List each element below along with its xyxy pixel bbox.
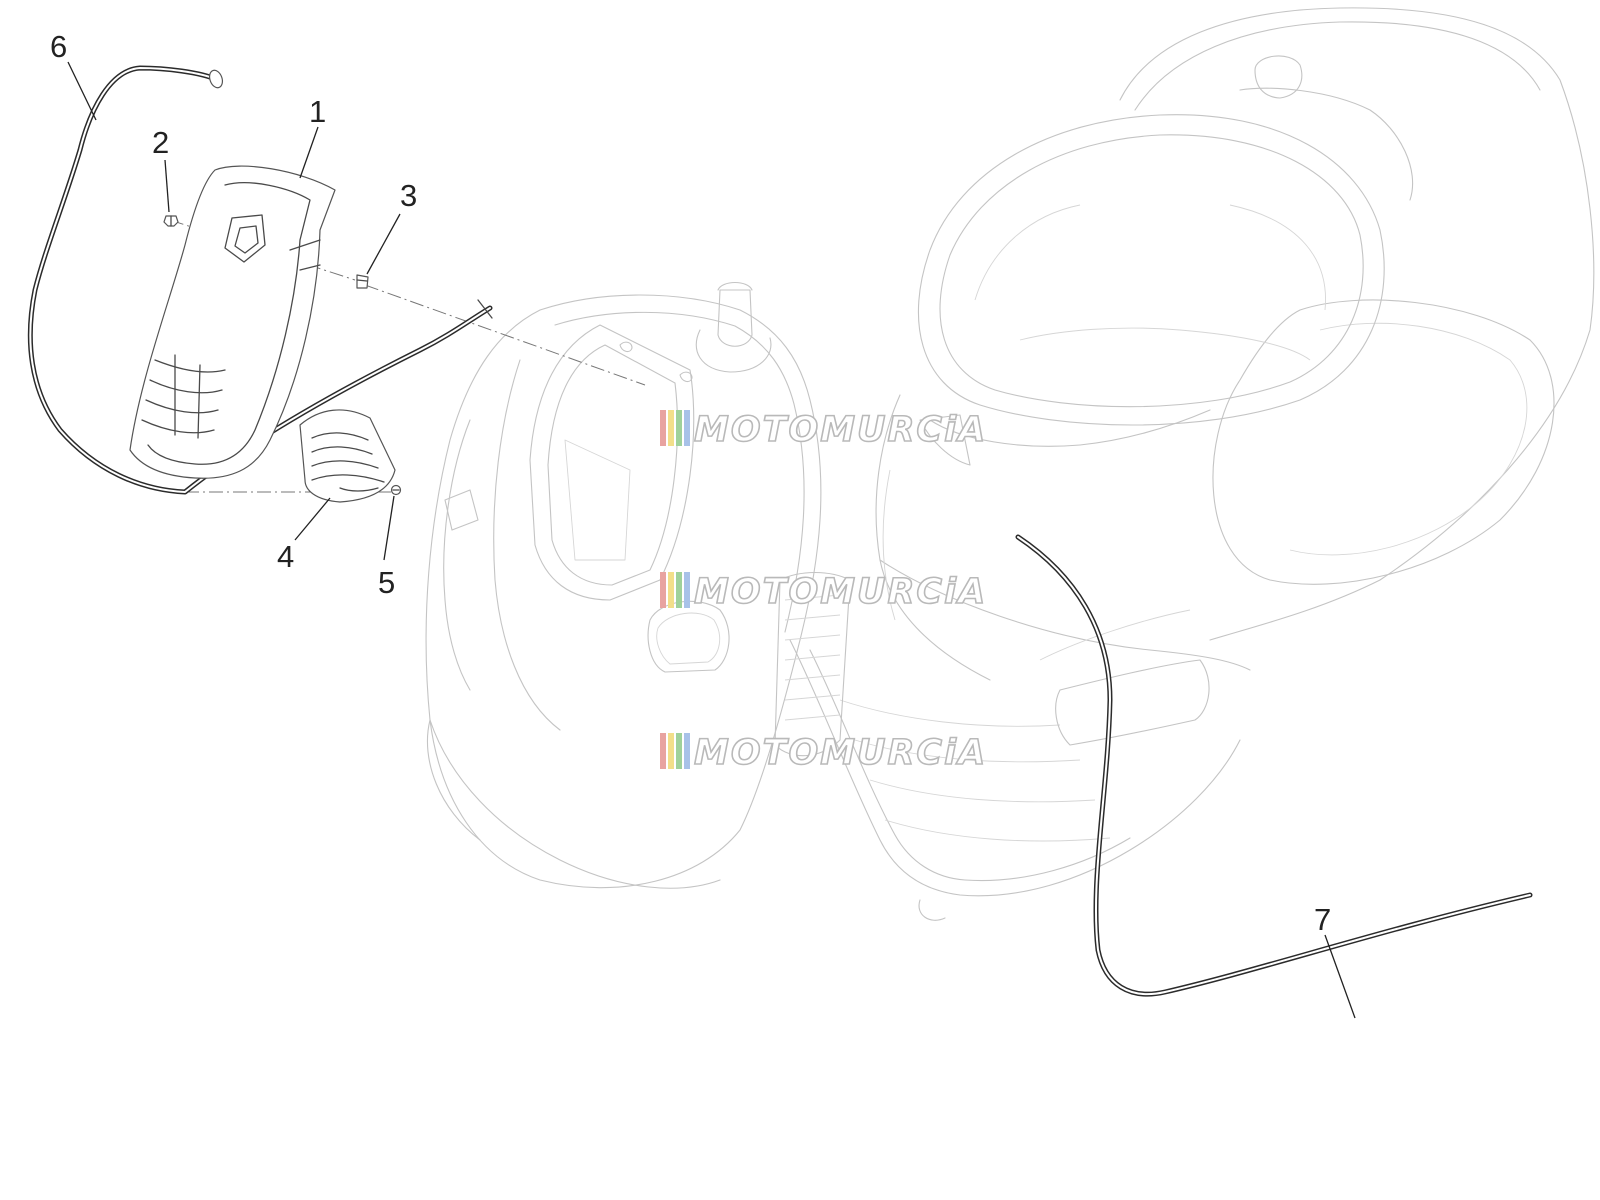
watermark-stripe bbox=[668, 733, 674, 769]
watermark-text: MOTOMURCiA bbox=[694, 410, 987, 450]
watermark-text: MOTOMURCiA bbox=[694, 733, 987, 773]
part-3-clip-nut bbox=[356, 274, 369, 289]
watermark-stripe bbox=[684, 410, 690, 446]
scooter-body-outline bbox=[425, 7, 1595, 921]
watermark-1: MOTOMURCiA bbox=[660, 409, 987, 451]
callout-4: 4 bbox=[277, 539, 294, 574]
watermark-2: MOTOMURCiA bbox=[660, 571, 987, 613]
part-7-floorboard-trim bbox=[1015, 534, 1533, 997]
callout-2: 2 bbox=[152, 125, 169, 160]
watermark-stripe bbox=[676, 733, 682, 769]
watermark-stripe bbox=[676, 410, 682, 446]
part-2-screw bbox=[163, 215, 179, 227]
part-5-screw bbox=[390, 484, 402, 496]
watermark-3: MOTOMURCiA bbox=[660, 732, 987, 774]
callout-6: 6 bbox=[50, 29, 67, 64]
watermark-text: MOTOMURCiA bbox=[694, 572, 987, 612]
part-6-legshield-trim bbox=[27, 65, 493, 495]
part-1-front-cover bbox=[129, 165, 336, 479]
watermark-stripe bbox=[668, 410, 674, 446]
callout-5: 5 bbox=[378, 565, 395, 600]
callout-3: 3 bbox=[400, 178, 417, 213]
part-4-grille-insert bbox=[299, 409, 396, 503]
watermark-stripe bbox=[676, 572, 682, 608]
callout-labels: 1 2 3 4 5 6 7 bbox=[50, 29, 1331, 937]
watermark-stripe bbox=[684, 733, 690, 769]
watermark-stripe bbox=[660, 572, 666, 608]
watermark-stripe bbox=[660, 733, 666, 769]
watermark-stripe bbox=[660, 410, 666, 446]
callout-7: 7 bbox=[1314, 902, 1331, 937]
watermark-stripe bbox=[668, 572, 674, 608]
callout-1: 1 bbox=[309, 94, 326, 129]
watermark-stripe bbox=[684, 572, 690, 608]
callout-leader-lines bbox=[67, 61, 1356, 1019]
